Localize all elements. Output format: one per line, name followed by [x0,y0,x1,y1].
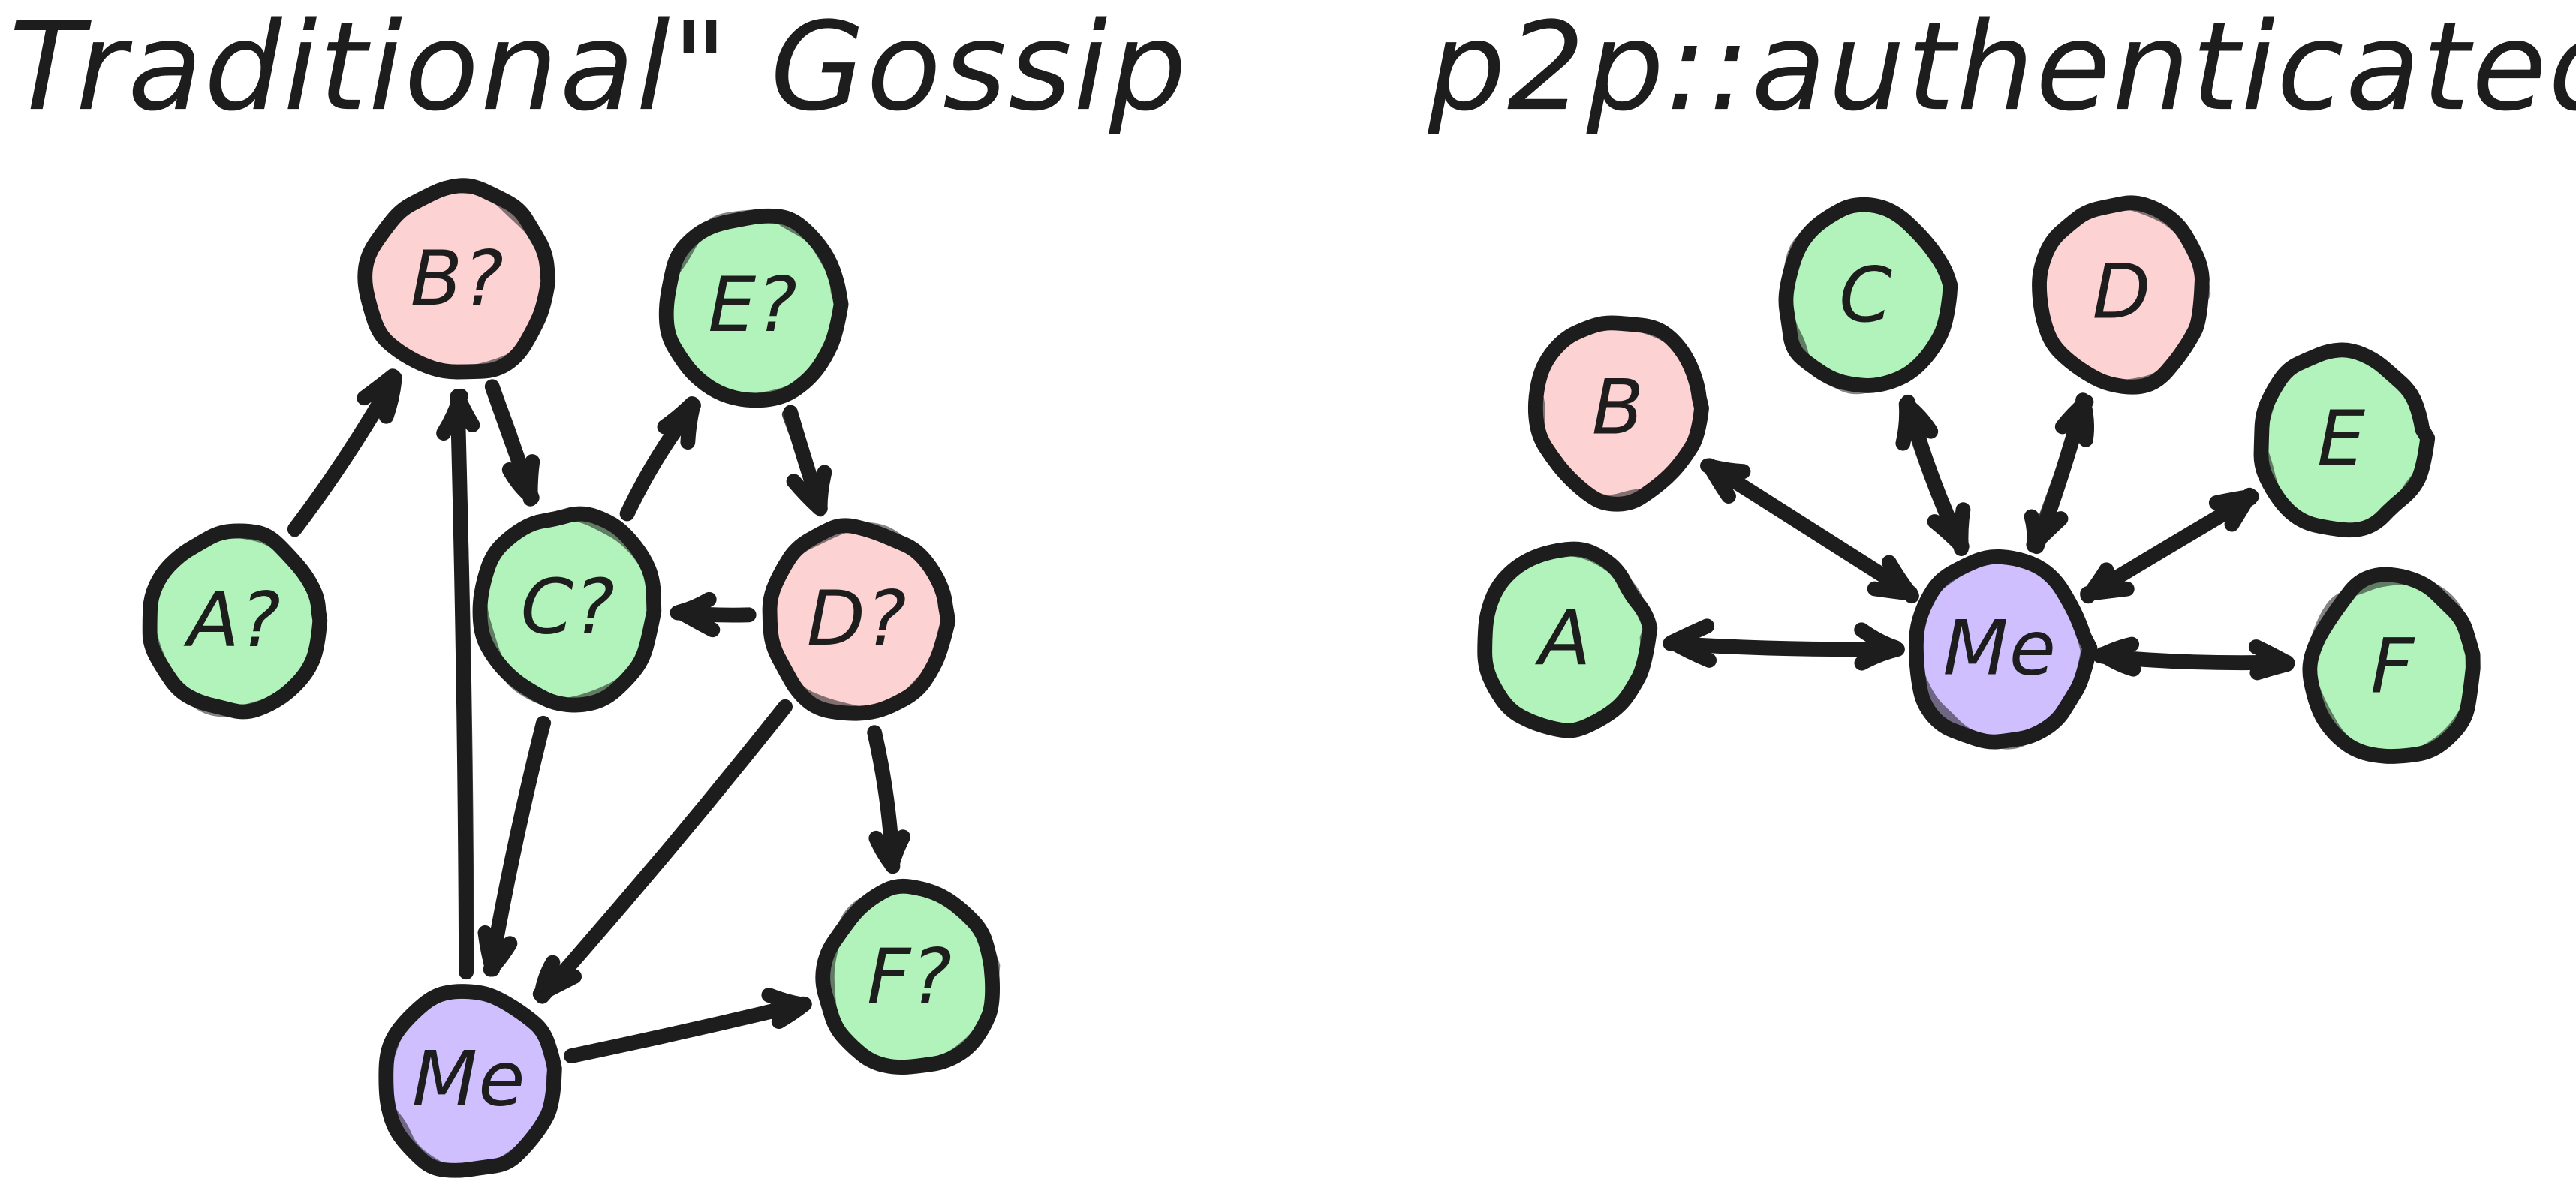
node-p2p-authenticated-C[interactable]: C [1778,197,1958,395]
edge-traditional-gossip-B-to-C [484,379,540,507]
node-p2p-authenticated-D[interactable]: D [2032,195,2211,395]
node-shape-retrace [766,522,952,716]
node-p2p-authenticated-F[interactable]: F [2302,567,2481,764]
node-label: F [2370,622,2415,711]
node-label: F? [867,932,952,1021]
edge-p2p-authenticated-Me-to-A [1663,618,1905,671]
node-shape-retrace [1912,555,2089,750]
node-shape-retrace [478,511,660,707]
panel-title-p2p-authenticated: p2p::authenticated [1427,0,2576,138]
node-label: E [2317,394,2366,483]
edge-traditional-gossip-Me-to-F [564,988,812,1063]
node-shape-retrace [826,883,1001,1069]
edge-traditional-gossip-C-to-E [619,396,701,522]
node-p2p-authenticated-A[interactable]: A [1477,541,1658,738]
edge-traditional-gossip-Me-to-B [436,388,480,980]
nodes-layer: B? E? A? C? D? F? Me C D B E A Me F [142,178,2481,1178]
node-shape-retrace [661,209,846,402]
edge-p2p-authenticated-Me-to-B [1700,458,1919,604]
node-shape-retrace [2258,347,2431,533]
node-label: E? [708,260,798,349]
edges-layer [287,368,2295,1063]
node-label: A [1534,594,1591,682]
node-shape-retrace [2036,199,2211,389]
node-shape-retrace [2307,576,2478,762]
node-traditional-gossip-C[interactable]: C? [472,506,662,713]
edge-traditional-gossip-C-to-Me [477,715,552,977]
node-shape-retrace [147,528,325,717]
node-label: Me [1943,603,2057,692]
node-shape-retrace [362,185,552,374]
node-traditional-gossip-F[interactable]: F? [815,878,1001,1075]
node-traditional-gossip-A[interactable]: A? [142,523,328,720]
edge-traditional-gossip-A-to-B [287,368,402,538]
edge-traditional-gossip-D-to-Me [532,699,793,1004]
node-p2p-authenticated-B[interactable]: B [1527,315,1709,512]
node-traditional-gossip-B[interactable]: B? [357,178,556,380]
node-traditional-gossip-Me[interactable]: Me [378,984,562,1178]
panel-title-traditional-gossip: "Traditional" Gossip [0,0,1188,138]
node-label: A? [183,576,281,664]
node-label: C [1839,251,1893,339]
node-traditional-gossip-E[interactable]: E? [658,208,849,408]
edge-p2p-authenticated-Me-to-D [2024,392,2095,555]
edge-traditional-gossip-D-to-F [867,725,910,874]
edge-p2p-authenticated-Me-to-F [2093,636,2295,681]
edge-p2p-authenticated-Me-to-C [1895,394,1971,556]
titles-layer: "Traditional" Gossip p2p::authenticated [0,0,2576,138]
node-label: D? [807,574,907,663]
node-label: C? [521,563,616,651]
node-label: B [1592,363,1645,452]
node-shape-retrace [1533,317,1705,504]
node-shape-retrace [1479,548,1653,737]
node-label: B? [411,234,504,323]
edge-traditional-gossip-E-to-D [781,405,832,517]
node-shape-retrace [1782,203,1953,395]
edge-traditional-gossip-D-to-C [670,591,757,638]
node-traditional-gossip-D[interactable]: D? [762,518,956,721]
node-label: D [2092,248,2151,336]
node-label: Me [412,1034,526,1123]
node-p2p-authenticated-E[interactable]: E [2253,342,2436,538]
node-shape-retrace [378,988,557,1176]
node-p2p-authenticated-Me[interactable]: Me [1908,549,2098,750]
edge-p2p-authenticated-Me-to-E [2080,487,2259,604]
